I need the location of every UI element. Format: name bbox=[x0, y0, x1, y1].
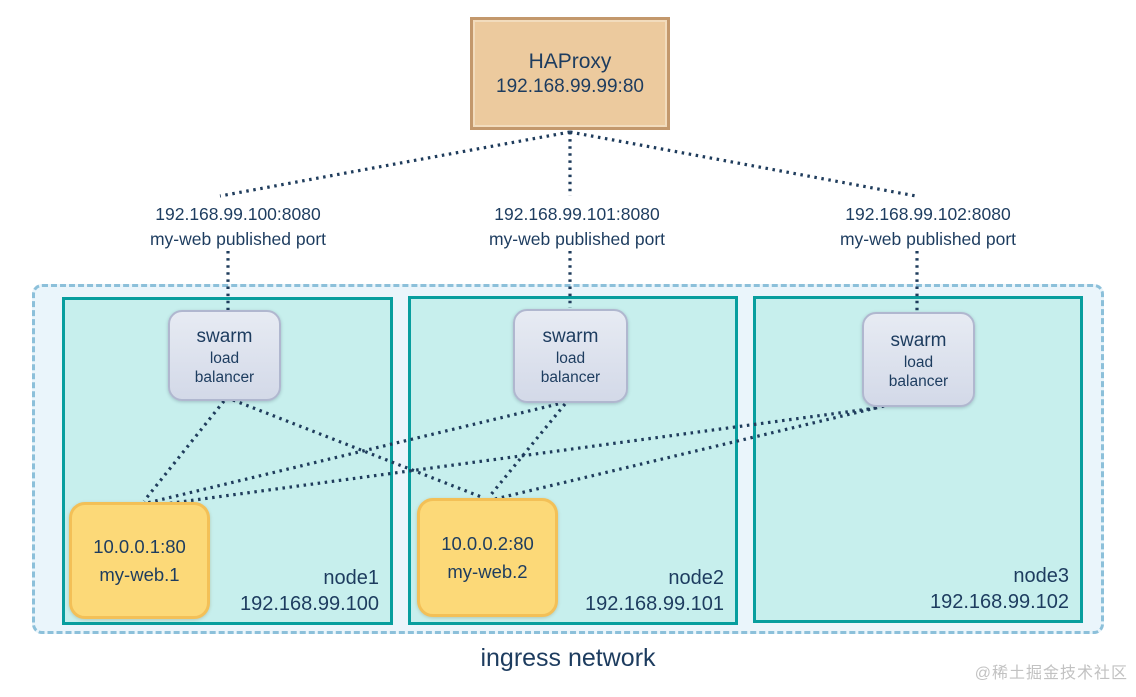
swarm-lb-line: swarm bbox=[196, 325, 253, 347]
swarm-lb-line: swarm bbox=[890, 329, 947, 351]
task-name: my-web.1 bbox=[99, 563, 180, 585]
task-my-web-1: 10.0.0.1:80 my-web.1 bbox=[69, 502, 210, 619]
published-port-caption: my-web published port bbox=[149, 229, 327, 249]
swarm-lb-line: balancer bbox=[540, 369, 601, 386]
swarm-lb-line: load bbox=[903, 353, 934, 371]
haproxy-address: 192.168.99.99:80 bbox=[496, 75, 644, 97]
task-address: 10.0.0.2:80 bbox=[441, 532, 534, 554]
swarm-lb-line: balancer bbox=[888, 372, 949, 390]
swarm-lb-line: load bbox=[555, 350, 586, 367]
published-port-caption: my-web published port bbox=[488, 229, 666, 249]
published-port-caption: my-web published port bbox=[839, 229, 1017, 249]
ingress-network-label: ingress network bbox=[480, 644, 656, 672]
task-address: 10.0.0.1:80 bbox=[93, 535, 186, 557]
published-port-label-1: 192.168.99.100:8080 my-web published por… bbox=[108, 202, 368, 252]
published-port-address: 192.168.99.100:8080 bbox=[155, 204, 321, 224]
published-port-address: 192.168.99.101:8080 bbox=[494, 204, 660, 224]
swarm-lb-line: swarm bbox=[542, 326, 599, 347]
swarm-lb-node3: swarm load balancer bbox=[862, 312, 975, 407]
swarm-lb-node2: swarm load balancer bbox=[513, 309, 628, 403]
swarm-lb-node1: swarm load balancer bbox=[168, 310, 281, 401]
published-port-label-3: 192.168.99.102:8080 my-web published por… bbox=[798, 202, 1058, 252]
haproxy-title: HAProxy bbox=[528, 49, 612, 73]
swarm-lb-line: balancer bbox=[194, 368, 255, 386]
task-name: my-web.2 bbox=[447, 560, 528, 582]
published-port-address: 192.168.99.102:8080 bbox=[845, 204, 1011, 224]
watermark: @稀土掘金技术社区 bbox=[974, 665, 1128, 682]
task-my-web-2: 10.0.0.2:80 my-web.2 bbox=[417, 498, 558, 617]
published-port-label-2: 192.168.99.101:8080 my-web published por… bbox=[447, 202, 707, 252]
swarm-lb-line: load bbox=[209, 349, 240, 367]
haproxy-box: HAProxy 192.168.99.99:80 bbox=[470, 17, 670, 130]
